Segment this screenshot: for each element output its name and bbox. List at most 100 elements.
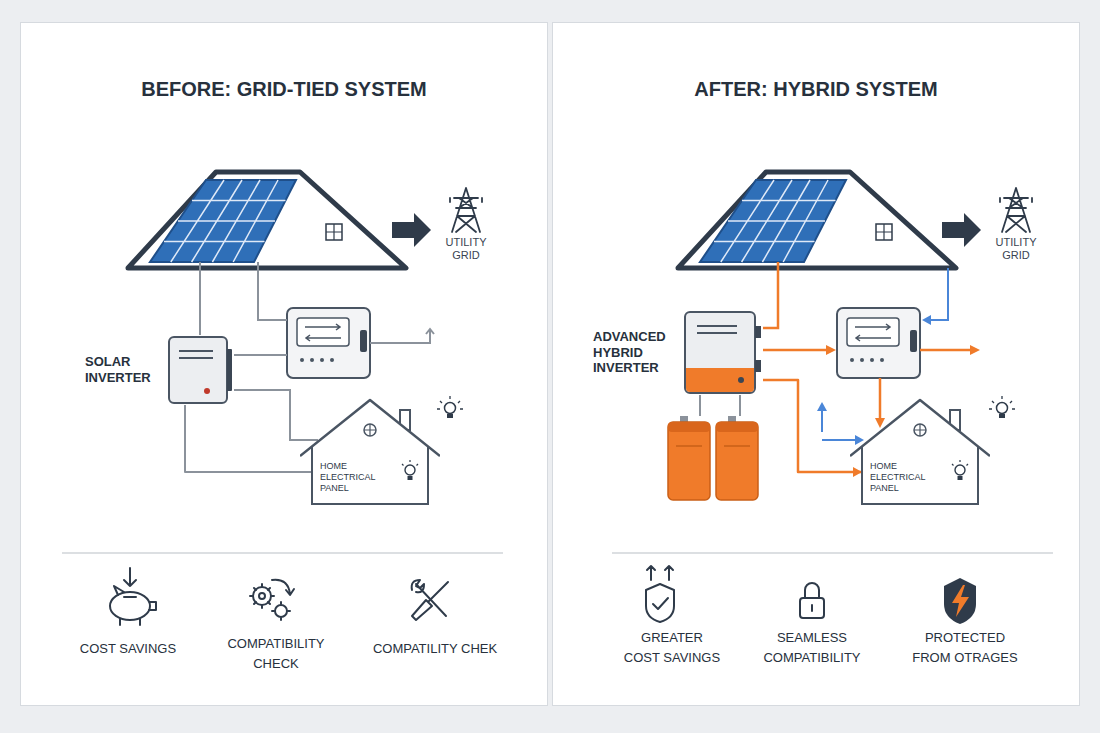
drawing-part [697, 325, 737, 327]
drawing-part [234, 354, 287, 356]
drawing-part [699, 395, 701, 416]
home-panel-label: HOME ELECTRICAL PANEL [870, 461, 936, 493]
caption-holder: COMPATIBILITY CHECK [216, 634, 336, 673]
drawing-part [952, 460, 968, 466]
drawing-part [234, 390, 318, 440]
drawing-part [716, 422, 758, 432]
caption-holder: COMPATILITY CHEK [355, 639, 515, 659]
connector-line [763, 380, 862, 472]
icon-caption: PROTECTED FROM OTRAGES [909, 628, 1021, 667]
piggy-bank [114, 586, 156, 625]
panel-title: BEFORE: GRID-TIED SYSTEM [21, 76, 547, 102]
home-panel: HOME ELECTRICAL PANEL [300, 398, 440, 506]
icon-caption: COST SAVINGS [68, 639, 188, 659]
utility-grid: UTILITY GRID [436, 186, 496, 261]
drawing-part [850, 400, 990, 456]
hybrid-inverter: ADVANCED HYBRID INVERTER [593, 310, 763, 395]
drawing-part [739, 395, 741, 416]
drawing-part [763, 349, 828, 352]
drawing-part [426, 329, 434, 334]
lightning-bolt [952, 585, 969, 617]
curved-arrow [272, 580, 294, 595]
drawing-part [169, 337, 227, 403]
drawing-part [1000, 188, 1032, 232]
drawing-part [755, 326, 761, 338]
drawing-part [258, 262, 287, 320]
drawing-part [370, 330, 430, 343]
grid-label: UTILITY GRID [986, 236, 1046, 261]
drawing-part [668, 422, 710, 500]
orange-power-lines [763, 262, 972, 420]
drawing-part [922, 315, 931, 325]
inverter-box [167, 335, 234, 405]
drawing-part [930, 268, 948, 320]
batteries [668, 395, 758, 500]
screwdriver-icon [412, 582, 448, 620]
panel-title: AFTER: HYBRID SYSTEM [553, 76, 1079, 102]
icon-caption: COMPATIBILITY CHECK [216, 634, 336, 673]
drawing-part [402, 460, 418, 466]
gear [275, 605, 287, 617]
drawing-part [970, 345, 980, 355]
caption-holder: PROTECTED FROM OTRAGES [909, 628, 1021, 667]
tower-holder [446, 186, 486, 234]
drawing-part [855, 435, 864, 445]
panel-ground [552, 22, 1080, 706]
drawing-part [686, 368, 754, 392]
system-panel: BEFORE: GRID-TIED SYSTEMUTILITY GRIDSOLA… [20, 22, 548, 706]
pylon-icon [446, 186, 486, 234]
grid-label: UTILITY GRID [436, 236, 496, 261]
home-panel-label: HOME ELECTRICAL PANEL [320, 461, 386, 493]
connector [185, 405, 312, 472]
drawing-part [685, 312, 755, 393]
caption-holder: SEAMLESS COMPATIBILITY [747, 628, 877, 667]
drawing-part [728, 416, 736, 422]
icon-caption: SEAMLESS COMPATIBILITY [747, 628, 877, 667]
gear [272, 602, 290, 620]
drawing-part [450, 188, 482, 232]
drawing-part [763, 262, 778, 328]
drawing-part [204, 388, 210, 394]
drawing-part [879, 378, 882, 420]
house-roof-set [612, 172, 1053, 553]
drawing-part [862, 446, 978, 504]
drawing-part [724, 445, 750, 447]
inverter-label: ADVANCED HYBRID INVERTER [593, 329, 671, 376]
utility-grid: UTILITY GRID [986, 186, 1046, 261]
arrowhead [853, 467, 862, 477]
bulb-icon [437, 396, 463, 418]
down-arrow [124, 568, 136, 586]
drawing-part [364, 424, 376, 436]
connector-line [185, 405, 312, 472]
drawing-part [755, 360, 761, 372]
inverter-symbol [683, 310, 763, 395]
drawing-part [179, 350, 213, 352]
drawing-part [920, 349, 972, 352]
drawing-part [300, 400, 440, 456]
panel-ground [20, 22, 548, 706]
drawing-part [179, 357, 213, 359]
connector [763, 380, 862, 477]
home-panel: HOME ELECTRICAL PANEL [850, 398, 990, 506]
caption-holder: COST SAVINGS [68, 639, 188, 659]
bottom-icons [110, 566, 824, 625]
icon-caption: COMPATILITY CHEK [355, 639, 515, 659]
up-arrows [647, 566, 673, 580]
drawing-part [668, 422, 710, 432]
icon-caption: GREATER COST SAVINGS [622, 628, 722, 667]
gear [259, 593, 265, 599]
house-roof-set [62, 172, 503, 553]
pylon-icon [996, 186, 1036, 234]
drawing-part [826, 345, 836, 355]
drawing-part [821, 410, 823, 432]
inverter-symbol [167, 335, 234, 405]
bulb-icon [989, 396, 1015, 418]
shield-icon [944, 578, 976, 624]
tower-holder [996, 186, 1036, 234]
drawing-part [822, 439, 856, 441]
drawing-part [408, 476, 413, 480]
drawing-part [817, 402, 827, 411]
